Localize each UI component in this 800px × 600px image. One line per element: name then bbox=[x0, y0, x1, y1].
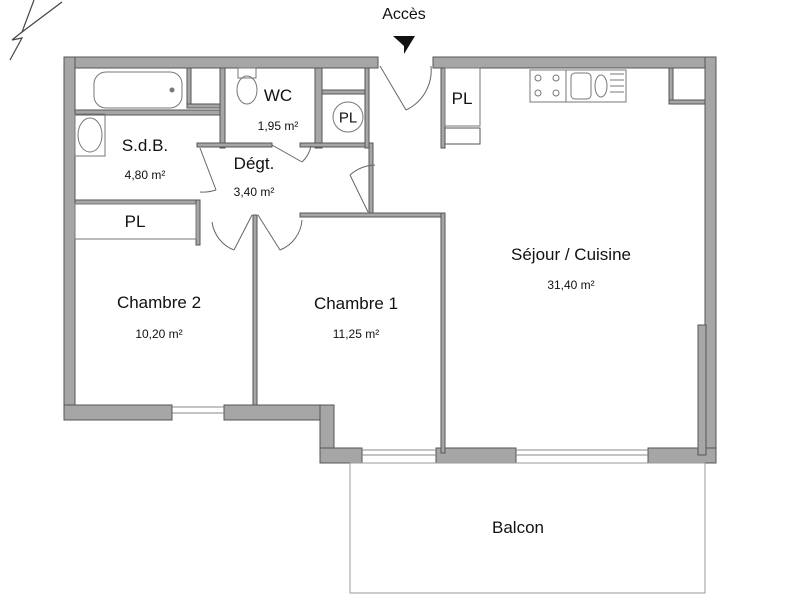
access-label: Accès bbox=[382, 6, 426, 23]
room-degt-name: Dégt. bbox=[233, 154, 275, 173]
room-sdb-area: 4,80 m² bbox=[124, 168, 166, 182]
room-degt-area: 3,40 m² bbox=[233, 185, 275, 199]
access-arrow-icon bbox=[393, 36, 415, 54]
room-chambre1-area: 11,25 m² bbox=[332, 327, 380, 341]
room-chambre2-area: 10,20 m² bbox=[135, 327, 183, 341]
closet-entry-label: PL bbox=[451, 89, 473, 108]
interior-walls bbox=[74, 67, 706, 454]
windows bbox=[172, 406, 648, 456]
room-chambre1-name: Chambre 1 bbox=[313, 294, 399, 313]
room-sejour-name: Séjour / Cuisine bbox=[510, 245, 632, 264]
room-balcon-name: Balcon bbox=[492, 518, 544, 537]
doors bbox=[199, 65, 432, 251]
room-wc-area: 1,95 m² bbox=[257, 119, 299, 133]
closet-circle-label: PL bbox=[338, 109, 358, 127]
room-sdb-name: S.d.B. bbox=[121, 136, 169, 155]
north-arrow-icon bbox=[9, 0, 63, 61]
fixtures bbox=[74, 67, 627, 240]
room-wc-name: WC bbox=[263, 86, 293, 105]
room-sejour-area: 31,40 m² bbox=[547, 278, 595, 292]
balcony-outline bbox=[349, 462, 706, 594]
closet-chambre2-label: PL bbox=[124, 212, 146, 231]
room-chambre2-name: Chambre 2 bbox=[116, 293, 202, 312]
